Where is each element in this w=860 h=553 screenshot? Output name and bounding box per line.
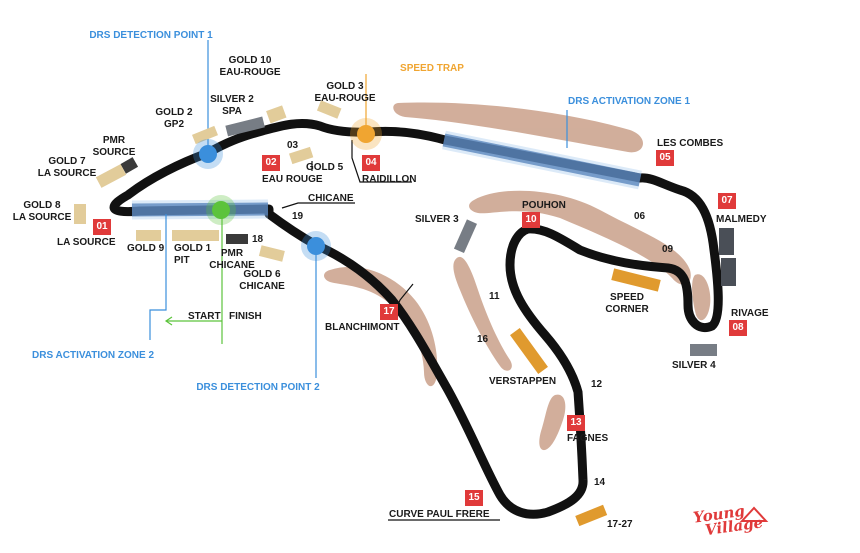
circuit-track <box>109 119 723 519</box>
corner-badge-01: 01 <box>93 219 111 235</box>
corner-name-les-combes: LES COMBES <box>657 138 724 149</box>
stand-silver3 <box>453 219 477 254</box>
corner-name-chicane: CHICANE <box>308 193 354 204</box>
label-gold9: GOLD 9 <box>127 243 165 254</box>
stand-malmedy-b <box>721 258 736 286</box>
label-silver3: SILVER 3 <box>415 214 459 225</box>
stand-gold1 <box>172 230 219 241</box>
drs-zone-2 <box>131 202 269 217</box>
run-off-bruxelles <box>453 256 512 371</box>
pointer-lines <box>149 40 568 521</box>
grandstands <box>74 100 736 527</box>
corner-name-la-source: LA SOURCE <box>57 237 116 248</box>
point-markers <box>193 118 382 261</box>
label-gold2: GOLD 2 GP2 <box>155 107 193 130</box>
label-pmr-chicane: PMR CHICANE <box>209 248 255 271</box>
corner-name-malmedy: MALMEDY <box>716 214 767 225</box>
stand-gold9 <box>136 230 161 241</box>
drs-detection-2-dot <box>307 237 325 255</box>
corner-badge-15: 15 <box>465 490 483 506</box>
pointer-chicane <box>281 202 355 209</box>
corner-badge-17: 17 <box>380 304 398 320</box>
turn-03: 03 <box>287 140 299 151</box>
label-gold8: GOLD 8 LA SOURCE <box>12 200 72 223</box>
stand-silver2 <box>225 116 265 137</box>
pointer-raidillon <box>351 140 412 183</box>
label-drs-detection-2: DRS DETECTION POINT 2 <box>196 382 320 393</box>
corner-name-rivage: RIVAGE <box>731 308 769 319</box>
stand-17-27 <box>575 504 608 527</box>
corner-name-pouhon: POUHON <box>522 200 566 211</box>
turn-11: 11 <box>489 291 500 302</box>
run-off-areas <box>324 102 711 451</box>
label-gold1: GOLD 1 PIT <box>174 243 212 266</box>
run-off-blanchimont <box>324 266 438 387</box>
drs-zone-1-glow <box>442 130 642 190</box>
turn-14: 14 <box>594 477 606 488</box>
label-drs-activation-1: DRS ACTIVATION ZONE 1 <box>568 96 691 107</box>
stand-gold5 <box>288 146 314 165</box>
drs-zones <box>131 130 642 220</box>
run-off-fagnes <box>539 394 566 451</box>
label-drs-activation-2: DRS ACTIVATION ZONE 2 <box>32 350 155 361</box>
label-pmr-source: PMR SOURCE <box>92 135 136 158</box>
corner-badge-10: 10 <box>522 212 540 228</box>
turn-09: 09 <box>662 244 674 255</box>
corner-name-raidillon: RAIDILLON <box>362 174 417 185</box>
stand-gold8 <box>74 204 86 224</box>
label-speed-corner: SPEED CORNER <box>605 292 649 315</box>
label-gold3: GOLD 3 EAU-ROUGE <box>314 81 376 104</box>
stand-gold6 <box>258 245 285 262</box>
stand-silver4 <box>690 344 717 356</box>
corner-badge-07: 07 <box>718 193 736 209</box>
stand-gold3 <box>316 100 342 119</box>
drs-detection-1-dot <box>199 145 217 163</box>
label-drs-detection-1: DRS DETECTION POINT 1 <box>89 30 213 41</box>
stand-malmedy-a <box>719 228 734 255</box>
stand-speed-corner <box>611 268 661 292</box>
stand-verstappen <box>510 328 548 374</box>
corner-badge-04: 04 <box>362 155 380 171</box>
start-finish-dot <box>212 201 230 219</box>
turn-19: 19 <box>292 211 304 222</box>
stand-pmr-chicane <box>226 234 248 244</box>
label-verstappen: VERSTAPPEN <box>489 376 557 387</box>
stand-gold7 <box>95 164 127 188</box>
label-finish: FINISH <box>229 311 262 322</box>
start-arrowhead <box>164 316 173 326</box>
label-gold5: GOLD 5 <box>306 162 344 173</box>
label-start: START <box>188 311 221 322</box>
drs-zone-1 <box>442 133 642 187</box>
speed-trap-dot <box>357 125 375 143</box>
label-speed-trap: SPEED TRAP <box>400 63 464 74</box>
label-silver4: SILVER 4 <box>672 360 716 371</box>
run-off-pouhon <box>469 190 691 285</box>
label-gold6: GOLD 6 CHICANE <box>239 269 285 292</box>
stand-gold2 <box>192 125 218 145</box>
corner-badge-13: 13 <box>567 415 585 431</box>
pointer-drs-act-2 <box>149 214 167 340</box>
corner-badge-02: 02 <box>262 155 280 171</box>
turn-12: 12 <box>591 379 603 390</box>
corner-name-eau-rouge: EAU ROUGE <box>262 174 323 185</box>
turn-06: 06 <box>634 211 646 222</box>
corner-badge-08: 08 <box>729 320 747 336</box>
stand-gold10 <box>266 105 287 124</box>
label-gold10: GOLD 10 EAU-ROUGE <box>219 55 281 78</box>
drs-zone-2-glow <box>131 199 269 220</box>
corner-name-paul-frere: CURVE PAUL FRERE <box>389 509 490 520</box>
turn-16: 16 <box>477 334 489 345</box>
run-off-kemmel <box>393 102 643 153</box>
label-gold7: GOLD 7 LA SOURCE <box>37 156 97 179</box>
stand-pmr-source <box>120 157 139 174</box>
label-17-27: 17-27 <box>607 519 633 530</box>
turn-18: 18 <box>252 234 264 245</box>
label-silver2: SILVER 2 SPA <box>210 94 254 117</box>
logo-tent-icon <box>739 506 769 522</box>
corner-badge-05: 05 <box>656 150 674 166</box>
run-off-malmedy <box>692 274 711 321</box>
corner-name-blanchimont: BLANCHIMONT <box>325 322 400 333</box>
corner-name-fagnes: FAGNES <box>567 433 609 444</box>
